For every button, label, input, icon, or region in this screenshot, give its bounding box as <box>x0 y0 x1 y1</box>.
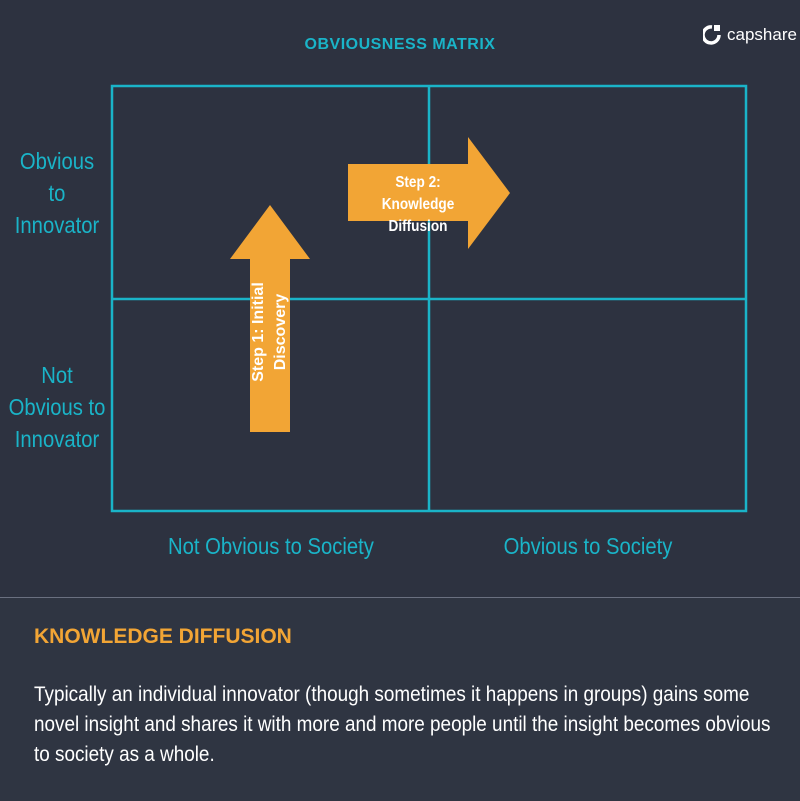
col-label-not-obvious: Not Obvious to Society <box>168 533 374 559</box>
step1-line1: Step 1: Initial <box>250 282 267 382</box>
footer-heading: KNOWLEDGE DIFFUSION <box>34 625 292 648</box>
logo-text: capshare <box>727 25 797 44</box>
step1-label: Step 1: Initial Discovery <box>248 252 292 412</box>
step2-line1: Step 2: Knowledge <box>381 174 455 213</box>
step2-line2: Diffusion <box>388 218 448 235</box>
step2-right-arrow <box>348 137 510 249</box>
capshare-logo: capshare <box>703 24 797 46</box>
step1-line2: Discovery <box>272 293 289 371</box>
row-label-line: Innovator <box>14 212 100 238</box>
step2-label: Step 2: Knowledge Diffusion <box>359 172 478 238</box>
row-label-obvious: Obvious to Innovator <box>9 145 106 241</box>
col-label-obvious: Obvious to Society <box>503 533 673 559</box>
row-label-not-obvious: Not Obvious to Innovator <box>9 359 106 455</box>
footer-panel <box>0 597 800 801</box>
matrix-title: OBVIOUSNESS MATRIX <box>304 36 496 53</box>
footer-body: Typically an individual innovator (thoug… <box>34 683 771 766</box>
row-label-line: to <box>48 180 66 206</box>
row-label-line: Not <box>41 362 73 388</box>
matrix-grid <box>110 84 748 513</box>
row-label-line: Innovator <box>14 426 100 452</box>
step1-up-arrow <box>230 205 310 432</box>
capshare-logo-icon <box>703 25 721 45</box>
row-label-line: Obvious to <box>8 394 106 420</box>
row-label-line: Obvious <box>19 148 95 174</box>
